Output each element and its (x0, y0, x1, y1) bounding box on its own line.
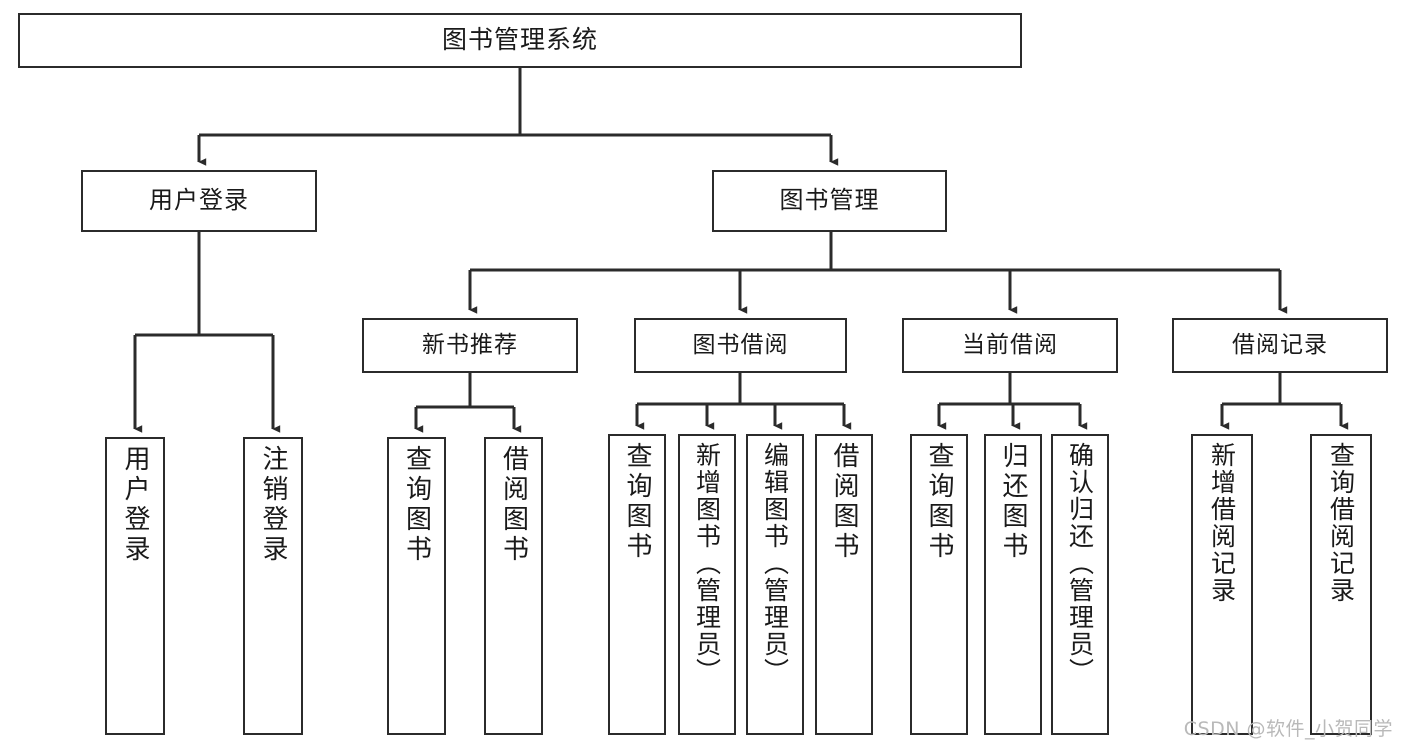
node-current-borrow-label: 当前借阅 (962, 332, 1058, 359)
leaf-records-add-record[interactable]: 新增借阅记录 (1191, 434, 1253, 735)
node-user-login[interactable]: 用户登录 (81, 170, 317, 232)
node-book-borrow[interactable]: 图书借阅 (634, 318, 847, 373)
node-book-management-label: 图书管理 (779, 186, 880, 215)
csdn-watermark: CSDN @软件_小贺同学 (1183, 718, 1393, 740)
leaf-borrow-edit-book[interactable]: 编辑图书（管理员） (746, 434, 804, 735)
leaf-current-confirm-return[interactable]: 确认归还（管理员） (1051, 434, 1109, 735)
leaf-recommend-borrow-book-label: 借阅图书 (498, 445, 529, 565)
node-new-book-recommend-label: 新书推荐 (422, 332, 518, 359)
leaf-recommend-borrow-book[interactable]: 借阅图书 (484, 437, 543, 735)
leaf-current-confirm-return-label: 确认归还（管理员） (1065, 442, 1095, 685)
leaf-records-query-record-label: 查询借阅记录 (1326, 442, 1356, 604)
leaf-current-return-book[interactable]: 归还图书 (984, 434, 1042, 735)
leaf-borrow-borrow-book[interactable]: 借阅图书 (815, 434, 873, 735)
leaf-borrow-borrow-book-label: 借阅图书 (829, 442, 859, 562)
leaf-user-logout-label: 注销登录 (258, 445, 288, 565)
node-borrow-records-label: 借阅记录 (1232, 332, 1328, 359)
leaf-borrow-add-book[interactable]: 新增图书（管理员） (678, 434, 736, 735)
leaf-borrow-query-book[interactable]: 查询图书 (608, 434, 666, 735)
leaf-records-add-record-label: 新增借阅记录 (1207, 442, 1237, 604)
leaf-borrow-add-book-label: 新增图书（管理员） (692, 442, 722, 685)
node-borrow-records[interactable]: 借阅记录 (1172, 318, 1388, 373)
leaf-user-logout[interactable]: 注销登录 (243, 437, 303, 735)
node-new-book-recommend[interactable]: 新书推荐 (362, 318, 578, 373)
leaf-borrow-edit-book-label: 编辑图书（管理员） (760, 442, 790, 685)
leaf-current-query-book[interactable]: 查询图书 (910, 434, 968, 735)
leaf-records-query-record[interactable]: 查询借阅记录 (1310, 434, 1372, 735)
node-book-management[interactable]: 图书管理 (712, 170, 947, 232)
leaf-borrow-query-book-label: 查询图书 (622, 442, 652, 562)
leaf-recommend-query-book-label: 查询图书 (401, 445, 432, 565)
node-book-borrow-label: 图书借阅 (692, 332, 789, 359)
leaf-recommend-query-book[interactable]: 查询图书 (387, 437, 446, 735)
node-user-login-label: 用户登录 (149, 186, 249, 215)
leaf-current-return-book-label: 归还图书 (998, 442, 1028, 562)
leaf-user-login[interactable]: 用户登录 (105, 437, 165, 735)
node-current-borrow[interactable]: 当前借阅 (902, 318, 1118, 373)
leaf-user-login-label: 用户登录 (120, 445, 150, 565)
node-root-label: 图书管理系统 (441, 25, 598, 55)
node-root[interactable]: 图书管理系统 (18, 13, 1022, 68)
leaf-current-query-book-label: 查询图书 (924, 442, 954, 562)
